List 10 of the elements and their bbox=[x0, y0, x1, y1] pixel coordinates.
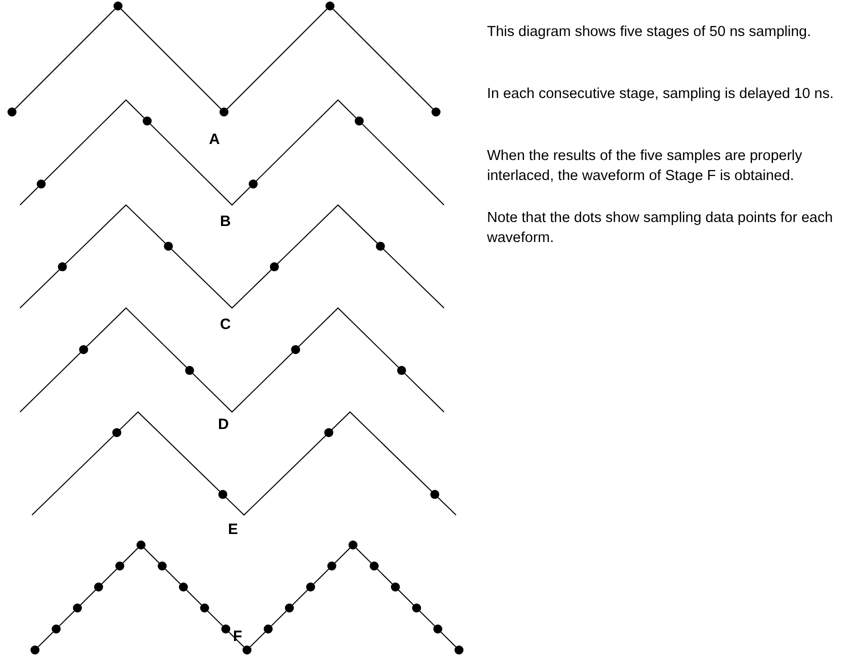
stage-label: C bbox=[220, 317, 231, 333]
description-text: Note that the dots show sampling data points for each waveform. bbox=[487, 209, 834, 248]
description-text: In each consecutive stage, sampling is delayed 10 ns. bbox=[487, 85, 835, 104]
stage-label: F bbox=[233, 629, 242, 645]
description-text: When the results of the five samples are properly interlaced, the waveform of Stage F is obtained. bbox=[487, 147, 804, 186]
stage-label: D bbox=[218, 417, 229, 433]
stage-label: E bbox=[228, 522, 238, 538]
stage-label: B bbox=[220, 214, 231, 230]
stage-label: A bbox=[209, 132, 220, 148]
description-text: This diagram shows five stages of 50 ns sampling. bbox=[487, 23, 812, 42]
